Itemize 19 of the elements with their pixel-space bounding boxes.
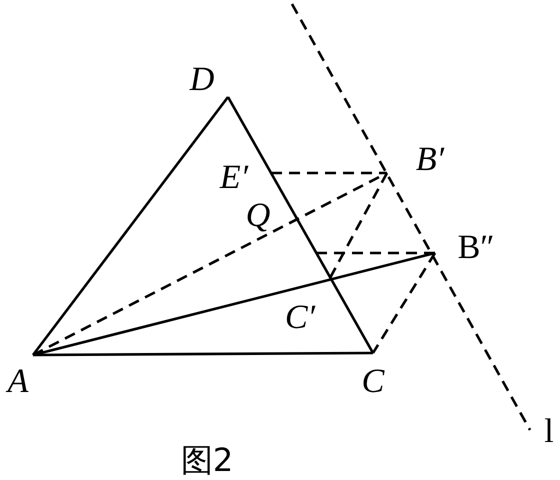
point-label: A [8, 365, 28, 399]
line-segment [33, 352, 373, 356]
dashed-line [271, 172, 387, 174]
caption: 图2 [180, 444, 234, 476]
point-label: E′ [220, 161, 248, 195]
point-label: Q [246, 199, 270, 233]
line-segment [32, 96, 230, 356]
point-label: B″ [458, 231, 494, 265]
line-segment [226, 96, 374, 354]
line-segment [32, 252, 436, 356]
point-label: B′ [416, 143, 444, 177]
dashed-line [290, 3, 532, 431]
point-label: l [544, 415, 554, 449]
dashed-line [372, 252, 436, 354]
point-label: C [362, 365, 384, 399]
dashed-line [328, 172, 388, 279]
point-label: D [190, 63, 214, 97]
point-label: C′ [284, 301, 316, 335]
dashed-line [316, 252, 435, 254]
